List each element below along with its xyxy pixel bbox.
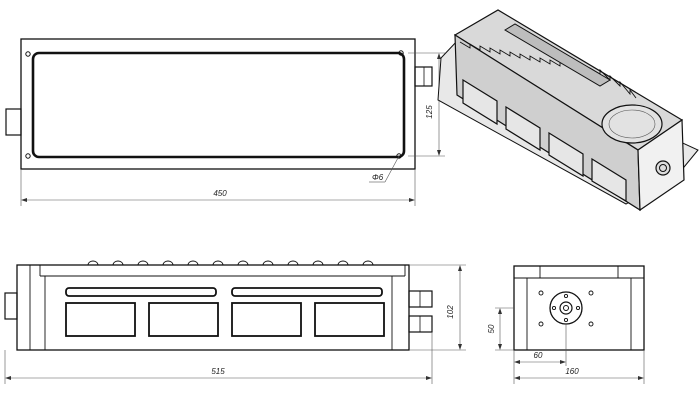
front-view-left-connector	[4, 292, 18, 320]
side-view-width-dimension: 160	[565, 367, 579, 376]
front-view-height-dimension: 102	[446, 305, 455, 319]
top-view-left-connector	[5, 108, 22, 136]
front-view-window-1	[65, 302, 136, 337]
top-view-inner-window	[31, 51, 406, 159]
front-view-window-3	[231, 302, 302, 337]
iso-window-2	[505, 105, 541, 152]
front-view-right-connector-bottom	[408, 315, 433, 333]
top-view-right-connector	[414, 66, 433, 87]
front-view-right-connector-top	[408, 290, 433, 308]
iso-window-3	[548, 131, 584, 178]
iso-top-slot	[504, 23, 611, 87]
front-view: 515 102	[4, 260, 466, 384]
front-view-slot-right	[231, 287, 383, 297]
side-view: 50 60 160	[487, 265, 645, 384]
hole-diameter-dimension: Φ6	[372, 173, 384, 182]
isometric-view	[437, 9, 699, 212]
iso-window-4	[591, 157, 627, 203]
side-view-offset-x-dimension: 60	[534, 351, 543, 360]
side-view-center-hole	[559, 301, 573, 315]
top-view: 450 125 Φ6	[5, 38, 445, 206]
side-view-mount-hole-tr	[588, 290, 594, 296]
side-view-flange-circle	[549, 291, 583, 325]
top-view-width-dimension: 450	[213, 189, 227, 198]
side-view-mount-hole-bl	[538, 321, 544, 327]
front-view-body	[16, 264, 410, 351]
side-view-offset-y-dimension: 50	[487, 324, 496, 333]
mount-hole-br	[396, 153, 402, 159]
mount-hole-tr	[398, 50, 404, 56]
front-view-window-4	[314, 302, 385, 337]
side-view-mount-hole-br	[588, 321, 594, 327]
front-view-slot-left	[65, 287, 217, 297]
mount-hole-bl	[25, 153, 31, 159]
iso-end-connector	[655, 160, 671, 176]
side-view-mount-hole-tl	[538, 290, 544, 296]
side-view-body	[513, 265, 645, 351]
iso-window-1	[462, 78, 498, 126]
top-view-outer-frame	[20, 38, 416, 170]
top-view-height-dimension: 125	[425, 105, 434, 119]
iso-round-plate	[601, 104, 663, 144]
mount-hole-tl	[25, 51, 31, 57]
front-view-length-dimension: 515	[211, 367, 225, 376]
front-view-window-2	[148, 302, 219, 337]
